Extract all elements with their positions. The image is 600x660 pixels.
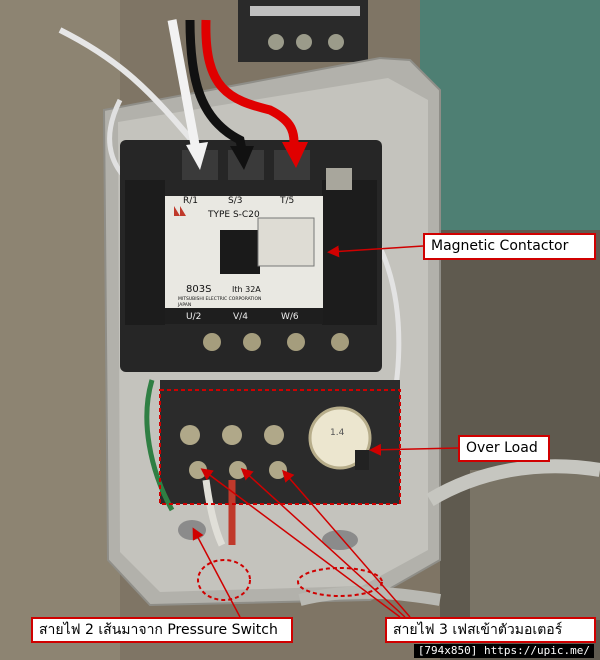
- callout-motor-3-phase-wires: สายไฟ 3 เฟสเข้าตัวมอเตอร์: [385, 617, 596, 643]
- motor-wire-ellipse: [297, 567, 383, 597]
- terminal-label-s3: S/3: [228, 196, 242, 206]
- mitsubishi-logo-icon: [174, 206, 186, 216]
- conduit-right: [426, 459, 600, 507]
- motor-leader-2: [240, 467, 406, 618]
- upper-screw-3: [328, 34, 344, 50]
- red-arrow-head: [282, 142, 308, 168]
- terminal-label-t5: T/5: [279, 196, 294, 206]
- contactor-rating: Ith 32A: [232, 285, 261, 294]
- white-arrow-shaft: [167, 19, 201, 151]
- lower-white-wire: [202, 479, 226, 547]
- white-cable-1: [58, 27, 203, 152]
- contactor-left-wing: [125, 180, 165, 325]
- contactor-type-label: TYPE S-C20: [207, 210, 260, 220]
- overload-dial-value: 1.4: [330, 428, 345, 438]
- motor-leader-3: [282, 469, 411, 618]
- pressure-leader: [192, 527, 241, 618]
- green-wire: [144, 379, 175, 512]
- contactor-model: 803S: [186, 284, 211, 295]
- contactor-bottom-screws: [203, 333, 349, 351]
- wall-left: [0, 0, 120, 660]
- black-arrow-shaft: [185, 19, 247, 151]
- red-arrow-shaft: [201, 19, 299, 143]
- white-arrow-head: [186, 142, 208, 170]
- conduit-bottom: [298, 586, 441, 606]
- wall-lower-right: [470, 470, 600, 620]
- overload-reset: [355, 450, 369, 470]
- spec-table: [257, 217, 315, 267]
- callout-magnetic-contactor: Magnetic Contactor: [423, 233, 596, 260]
- green-panel: [420, 0, 600, 230]
- aux-terminal: [326, 168, 352, 190]
- gland-left: [178, 520, 206, 540]
- overload-dashed-box: [159, 389, 401, 505]
- contactor-window: [220, 230, 260, 274]
- image-watermark: [794x850] https://upic.me/: [413, 644, 594, 658]
- contactor-country: JAPAN: [177, 302, 191, 308]
- terminal-label-w6: W/6: [281, 312, 299, 322]
- callout-pressure-switch-wires: สายไฟ 2 เส้นมาจาก Pressure Switch: [31, 617, 293, 643]
- terminal-label-u2: U/2: [186, 312, 201, 322]
- black-arrow-head: [230, 146, 254, 170]
- bottom-label-band: [165, 308, 323, 324]
- overload-leader: [369, 443, 459, 456]
- contactor-leader: [327, 245, 424, 258]
- contactor-maker: MITSUBISHI ELECTRIC CORPORATION: [178, 296, 261, 302]
- terminal-label-r1: R/1: [183, 196, 198, 206]
- motor-leader-1: [200, 468, 401, 618]
- upper-screw-2: [296, 34, 312, 50]
- upper-contactor-rail: [250, 6, 360, 16]
- pressure-wire-ellipse: [197, 559, 251, 601]
- callout-over-load: Over Load: [458, 435, 550, 462]
- upper-screw-1: [268, 34, 284, 50]
- gland-right: [322, 530, 358, 550]
- terminal-label-v4: V/4: [233, 312, 248, 322]
